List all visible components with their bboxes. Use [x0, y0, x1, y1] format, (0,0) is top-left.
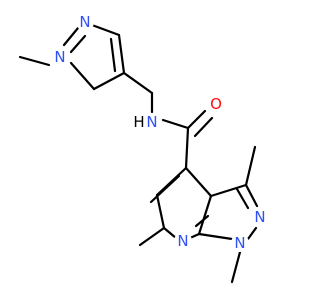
bond	[209, 183, 248, 198]
bond	[92, 71, 126, 91]
bond	[138, 226, 166, 247]
bond	[122, 71, 154, 95]
atom-label: N	[54, 48, 65, 66]
bond	[230, 250, 242, 284]
bond	[197, 232, 234, 241]
nitrogen-atom: N	[76, 13, 94, 31]
atom-label: O	[210, 95, 222, 113]
bond	[109, 37, 117, 73]
bond	[197, 194, 213, 236]
nitrogen-atom: N	[231, 234, 249, 252]
bond	[246, 226, 258, 241]
bond	[184, 166, 213, 198]
bond-layer	[18, 23, 259, 284]
amide-nitrogen-atom: N	[143, 113, 161, 131]
amide-hydrogen-atom: H	[132, 113, 146, 131]
bond	[69, 61, 96, 91]
nitrogen-atom: N	[251, 208, 269, 226]
atom-label-layer: N N N H O N N N	[51, 13, 269, 252]
bond	[149, 174, 181, 204]
bond	[235, 187, 250, 210]
atom-label: N	[254, 208, 265, 226]
bond	[161, 118, 190, 130]
bond	[69, 34, 87, 54]
bond	[186, 109, 207, 130]
bond	[162, 226, 178, 240]
bond	[155, 193, 166, 230]
molecule-structure-diagram: N N N H O N N N	[18, 13, 269, 284]
bond	[62, 26, 80, 47]
bond	[244, 183, 259, 208]
atom-label: N	[234, 234, 245, 252]
nitrogen-atom: N	[51, 48, 69, 66]
atom-label: N	[177, 232, 188, 250]
bond	[244, 145, 257, 187]
bond	[117, 33, 126, 75]
bond	[193, 116, 214, 138]
bond	[18, 55, 51, 67]
bond	[184, 126, 190, 170]
bond	[188, 232, 201, 240]
atom-label: N	[79, 13, 90, 31]
atom-label: N	[146, 113, 157, 131]
oxygen-atom: O	[207, 95, 225, 113]
atom-label: H	[133, 113, 144, 131]
bond	[90, 23, 121, 37]
pyridine-nitrogen-atom: N	[174, 232, 192, 250]
